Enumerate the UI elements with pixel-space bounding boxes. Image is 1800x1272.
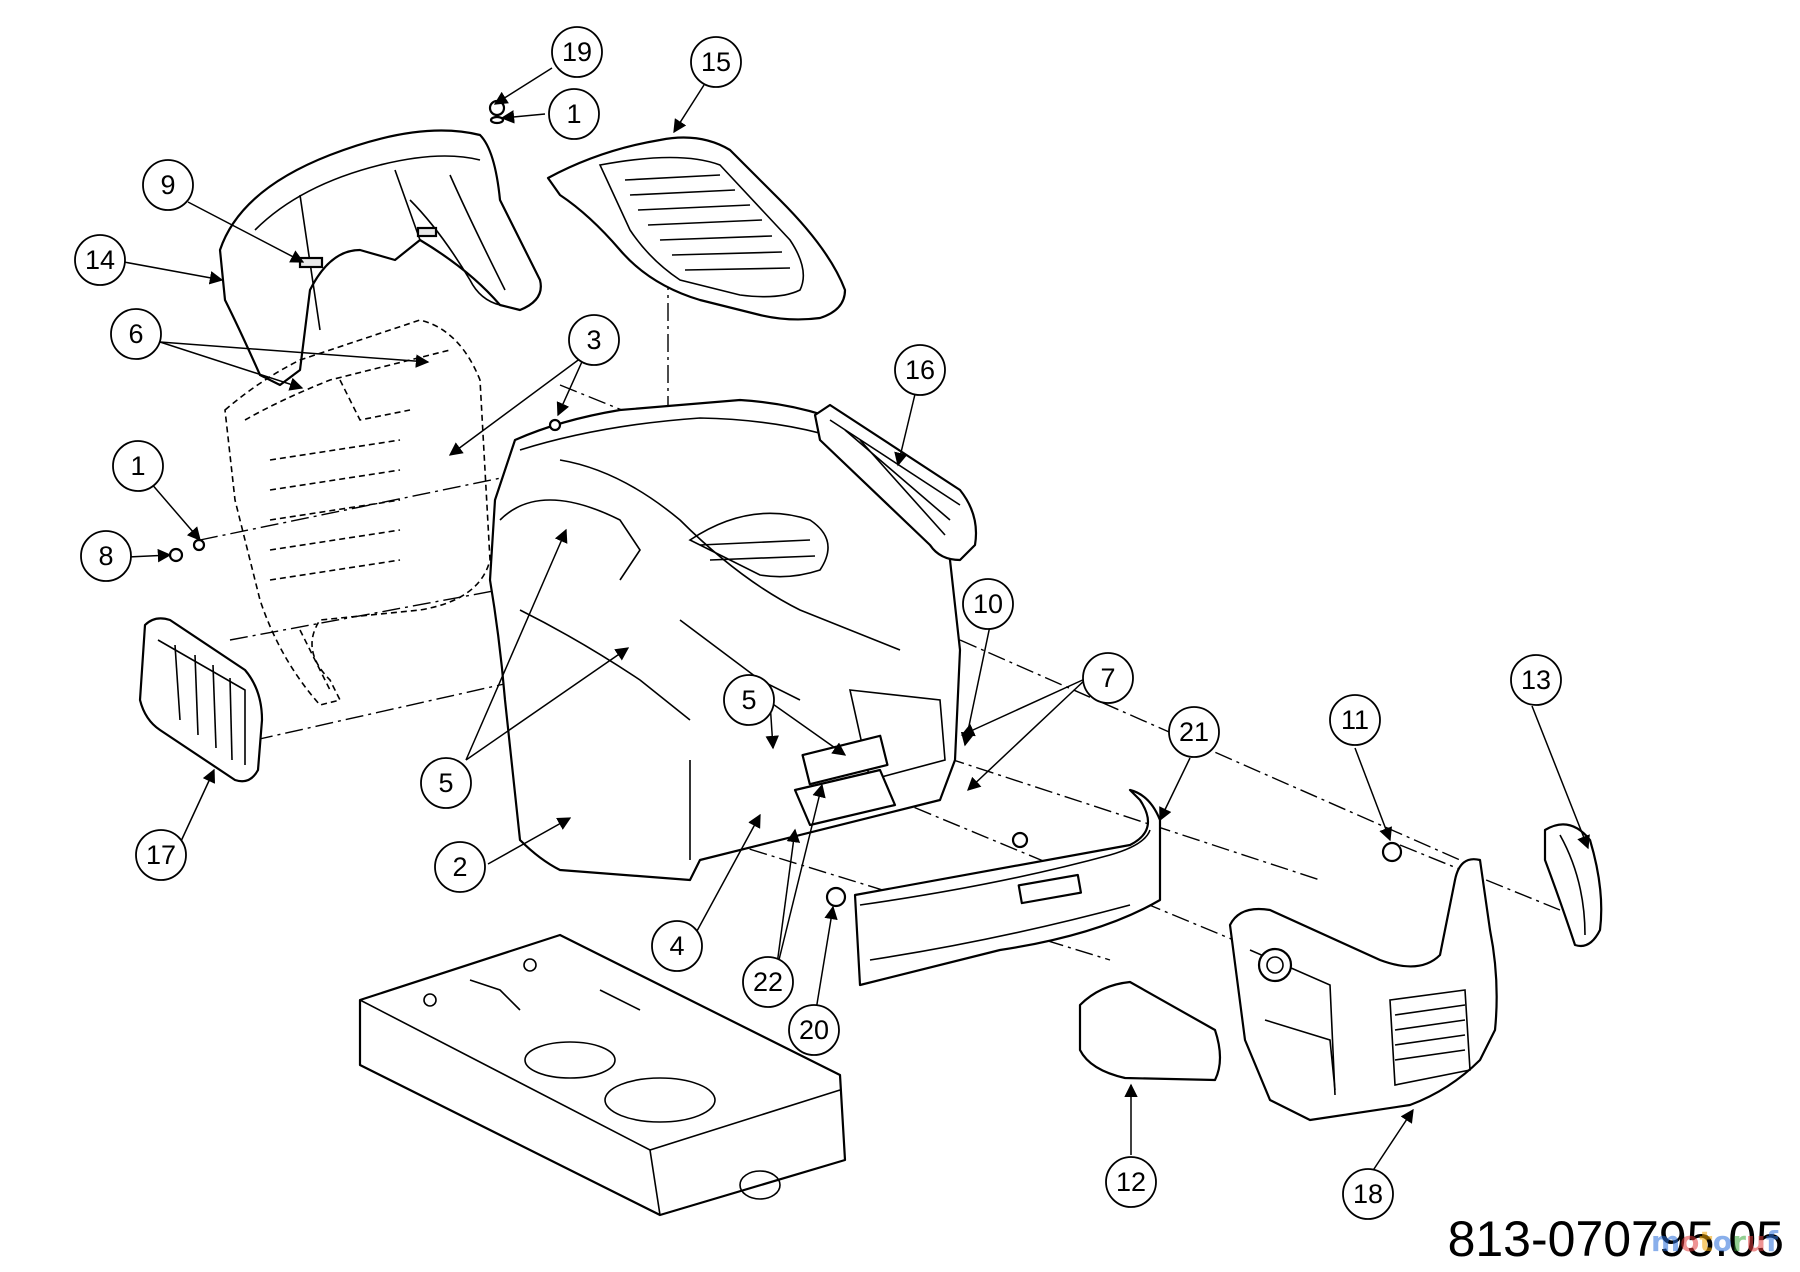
- callout-12: 12: [1105, 1156, 1157, 1208]
- svg-text:2: 2: [452, 852, 467, 882]
- hardware-small-parts: [168, 99, 1403, 908]
- watermark-letter: o: [1712, 1225, 1733, 1258]
- callout-22: 22: [742, 956, 794, 1008]
- watermark-letter: r: [1732, 1225, 1746, 1258]
- part-rear-frame-ghost: [224, 319, 491, 706]
- svg-text:15: 15: [701, 47, 731, 77]
- callout-1-left: 1: [112, 440, 164, 492]
- watermark-letter: t: [1699, 1225, 1713, 1258]
- watermark-letter: f: [1765, 1225, 1778, 1258]
- callout-11: 11: [1329, 694, 1381, 746]
- svg-text:13: 13: [1521, 665, 1551, 695]
- svg-text:12: 12: [1116, 1167, 1146, 1197]
- part-side-grille-16: [813, 403, 978, 562]
- svg-text:19: 19: [562, 37, 592, 67]
- part-front-bumper-21: [853, 788, 1162, 987]
- part-side-trim-13: [1543, 823, 1603, 948]
- callout-9: 9: [142, 159, 194, 211]
- part-front-grille-18: [1228, 858, 1498, 1122]
- svg-text:9: 9: [160, 170, 175, 200]
- svg-text:20: 20: [799, 1015, 829, 1045]
- callout-3: 3: [568, 314, 620, 366]
- fastener-20: [825, 886, 847, 908]
- svg-text:3: 3: [586, 325, 601, 355]
- part-hood-top-insert: [546, 136, 847, 321]
- callout-17: 17: [135, 829, 187, 881]
- svg-text:1: 1: [566, 99, 581, 129]
- callouts: 19 1 15 9 14 6 3 16 1 8 10: [74, 26, 1562, 1220]
- callout-14: 14: [74, 234, 126, 286]
- watermark-letter: o: [1680, 1225, 1700, 1258]
- callout-6: 6: [110, 308, 162, 360]
- callout-2: 2: [434, 841, 486, 893]
- callout-1-top: 1: [548, 88, 600, 140]
- svg-text:14: 14: [85, 245, 115, 275]
- watermark-logo: motoruf: [1651, 1225, 1778, 1258]
- svg-text:17: 17: [146, 840, 176, 870]
- callout-7: 7: [1082, 652, 1134, 704]
- svg-text:5: 5: [741, 685, 756, 715]
- fastener-8: [168, 547, 184, 563]
- leader-lines: [123, 67, 1590, 1176]
- washer-1-top: [489, 115, 505, 125]
- part-side-grille-17: [138, 617, 264, 783]
- fastener-3: [548, 418, 562, 432]
- part-plate-22: [793, 768, 897, 827]
- washer-1-left: [192, 538, 206, 552]
- callout-8: 8: [80, 530, 132, 582]
- svg-text:21: 21: [1179, 717, 1209, 747]
- svg-text:4: 4: [669, 931, 684, 961]
- callout-13: 13: [1510, 654, 1562, 706]
- part-main-hood: [488, 398, 962, 882]
- svg-text:22: 22: [753, 967, 783, 997]
- part-headlight-12: [1078, 980, 1222, 1082]
- callout-19: 19: [551, 26, 603, 78]
- callout-18: 18: [1342, 1168, 1394, 1220]
- svg-text:5: 5: [438, 768, 453, 798]
- callout-15: 15: [690, 36, 742, 88]
- svg-text:1: 1: [130, 451, 145, 481]
- callout-20: 20: [788, 1004, 840, 1056]
- bulb-11: [1381, 841, 1403, 863]
- watermark-letter: u: [1745, 1225, 1766, 1258]
- svg-text:10: 10: [973, 589, 1003, 619]
- svg-text:18: 18: [1353, 1179, 1383, 1209]
- callout-5-left: 5: [420, 757, 472, 809]
- svg-text:8: 8: [98, 541, 113, 571]
- callout-5-right: 5: [723, 674, 775, 726]
- callout-4: 4: [651, 920, 703, 972]
- svg-text:11: 11: [1341, 705, 1369, 735]
- svg-text:16: 16: [905, 355, 935, 385]
- svg-text:7: 7: [1100, 663, 1115, 693]
- svg-text:6: 6: [128, 319, 143, 349]
- callout-16: 16: [894, 344, 946, 396]
- part-chassis-frame: [358, 933, 847, 1217]
- diagram-part-number: 813-070795.05: [1447, 1211, 1784, 1267]
- callout-10: 10: [962, 578, 1014, 630]
- callout-21: 21: [1168, 706, 1220, 758]
- watermark-letter: m: [1650, 1225, 1681, 1258]
- part-rear-shroud: [218, 129, 542, 387]
- hardware-4: [1011, 831, 1029, 849]
